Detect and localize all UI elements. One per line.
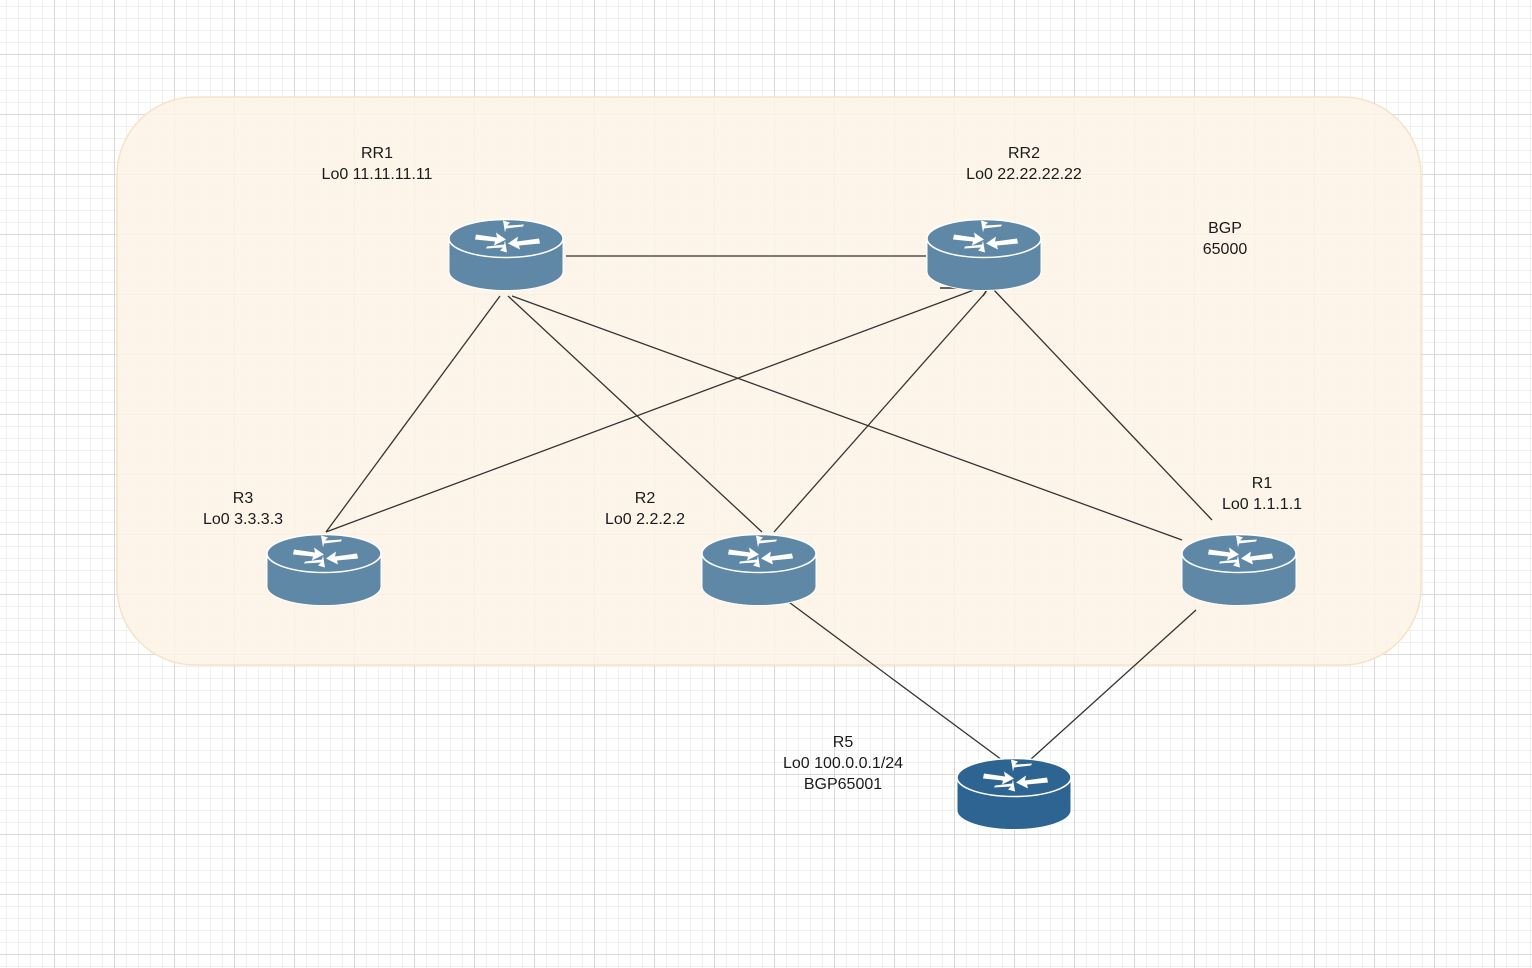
r1-label: R1 Lo0 1.1.1.1 [1222,473,1302,515]
links-layer [325,255,1213,761]
r3-router-icon[interactable] [266,533,382,606]
link-rr2-r3 [325,283,991,533]
link-rr1-r1 [511,295,1183,541]
r3-loopback: Lo0 3.3.3.3 [202,511,284,528]
r5-loopback: Lo0 100.0.0.1/24 [782,755,904,772]
link-rr1-r2 [507,295,763,533]
r3-label: R3 Lo0 3.3.3.3 [203,488,283,530]
r2-name: R2 [634,490,656,507]
r5-name: R5 [832,734,854,751]
rr2-name: RR2 [1007,145,1041,162]
r2-router-icon[interactable] [701,533,817,606]
rr1-label: RR1 Lo0 11.11.11.11 [322,143,433,185]
r5-router-icon[interactable] [956,757,1072,830]
link-r2-r5 [777,593,1003,761]
rr1-router-icon[interactable] [448,218,564,291]
r2-loopback: Lo0 2.2.2.2 [604,511,686,528]
link-rr2-r1 [993,289,1213,521]
rr2-router-icon[interactable] [926,218,1042,291]
rr1-loopback: Lo0 11.11.11.11 [321,166,433,183]
bgp-as-label: BGP 65000 [1203,218,1248,260]
link-rr2-r2 [773,291,987,533]
rr2-label: RR2 Lo0 22.22.22.22 [966,143,1082,185]
link-r1-r5 [1029,609,1197,761]
bgp-as-area [116,96,1422,666]
link-rr1-r3 [325,295,501,533]
r5-as: BGP65001 [803,776,883,793]
rr2-loopback: Lo0 22.22.22.22 [966,166,1082,183]
r5-label: R5 Lo0 100.0.0.1/24 BGP65001 [783,732,903,795]
r2-label: R2 Lo0 2.2.2.2 [605,488,685,530]
r1-loopback: Lo0 1.1.1.1 [1221,496,1303,513]
bgp-as-label-line2: 65000 [1202,241,1248,258]
r1-router-icon[interactable] [1181,533,1297,606]
r1-name: R1 [1251,475,1273,492]
r3-name: R3 [232,490,254,507]
rr1-name: RR1 [360,145,394,162]
bgp-as-label-line1: BGP [1208,220,1242,237]
routers-layer [266,218,1297,830]
